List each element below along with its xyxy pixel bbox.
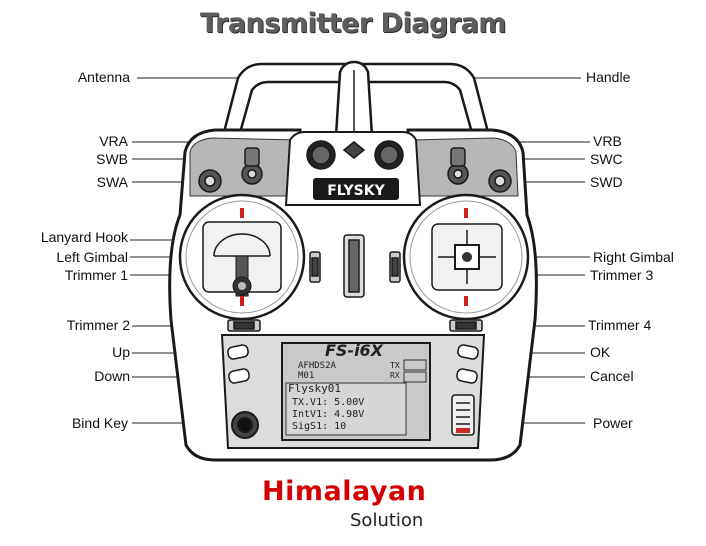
- label-power: Power: [593, 415, 633, 431]
- vr-knobs: [306, 140, 404, 170]
- label-cancel: Cancel: [590, 368, 634, 384]
- nav-buttons: [227, 344, 479, 384]
- lcd-tx-voltage: TX.V1: 5.00V: [292, 397, 364, 408]
- antenna-shape: [334, 60, 374, 138]
- label-handle: Handle: [586, 69, 631, 85]
- lcd-rx: RX: [390, 371, 400, 380]
- left-gimbal: [178, 193, 306, 321]
- label-bind-key: Bind Key: [71, 415, 128, 431]
- brand-plate-text: FLYSKY: [327, 183, 385, 199]
- logo-line-1: Himalayan: [262, 476, 427, 507]
- label-trimmer-4: Trimmer 4: [588, 317, 652, 333]
- logo-line-2: Solution: [350, 510, 424, 531]
- label-swc: SWC: [590, 151, 623, 167]
- label-trimmer-3: Trimmer 3: [590, 267, 654, 283]
- bind-key: [231, 411, 259, 439]
- lower-panel: [220, 334, 486, 449]
- label-trimmer-2: Trimmer 2: [66, 317, 130, 333]
- switches: [198, 147, 512, 193]
- label-down: Down: [94, 368, 130, 384]
- label-vra: VRA: [99, 133, 128, 149]
- horizontal-trimmers: [227, 319, 483, 332]
- himalayan-solution-logo: Himalayan Solution: [258, 466, 438, 544]
- label-left-gimbal: Left Gimbal: [56, 249, 128, 265]
- label-vrb: VRB: [593, 133, 622, 149]
- label-swd: SWD: [590, 174, 623, 190]
- lcd-rx-voltage: IntV1: 4.98V: [292, 409, 364, 420]
- diagram-title: Transmitter Diagram: [200, 8, 506, 39]
- flysky-plate: [313, 178, 399, 200]
- label-antenna: Antenna: [77, 69, 130, 85]
- label-swa: SWA: [96, 174, 128, 190]
- lcd-signal: SigS1: 10: [292, 421, 346, 432]
- label-ok: OK: [590, 344, 611, 360]
- lcd-tx: TX: [390, 361, 400, 370]
- label-up: Up: [112, 344, 130, 360]
- lcd-model-code: AFHDS2A: [298, 361, 337, 371]
- model-label-text: FS-i6X: [325, 341, 384, 360]
- label-trimmer-1: Trimmer 1: [64, 267, 128, 283]
- lcd-model-name: Flysky01: [288, 382, 341, 395]
- power-switch: [451, 394, 475, 436]
- label-swb: SWB: [96, 151, 128, 167]
- label-lanyard-hook: Lanyard Hook: [40, 229, 128, 245]
- label-right-gimbal: Right Gimbal: [593, 249, 674, 265]
- center-trimmers: [309, 234, 401, 298]
- lcd-model-no: M01: [298, 371, 314, 381]
- right-gimbal: [402, 193, 530, 321]
